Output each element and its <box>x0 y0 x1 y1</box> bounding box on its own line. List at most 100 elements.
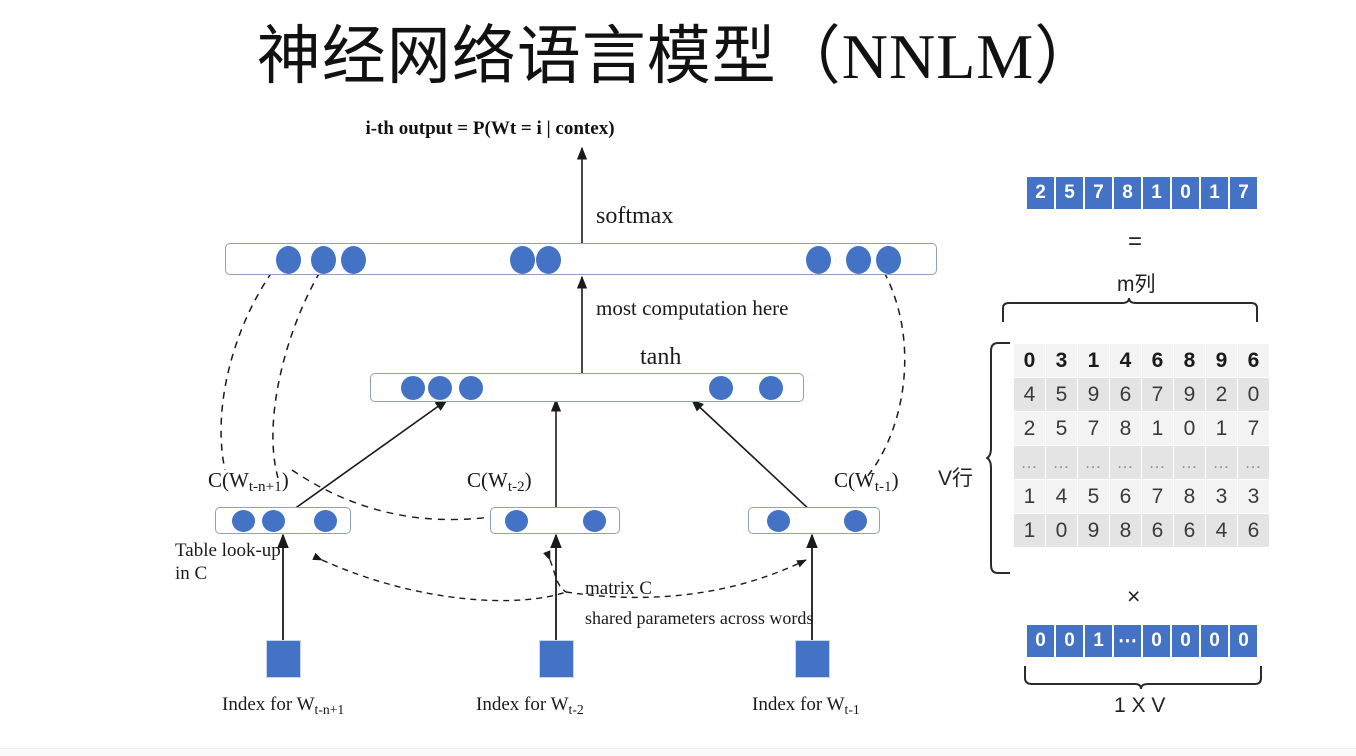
matrix-cell: 6 <box>1109 377 1142 412</box>
matrix-cell: … <box>1141 445 1174 480</box>
matrix-cell: 6 <box>1237 513 1270 548</box>
index-label-2: Index for Wt-2 <box>476 694 584 718</box>
tanh-node <box>459 376 483 400</box>
embedding-label-2-prefix: C(W <box>467 468 508 492</box>
matrix-cell: 9 <box>1173 377 1206 412</box>
softmax-node <box>276 246 301 274</box>
softmax-node <box>846 246 871 274</box>
matrix-cell: 6 <box>1173 513 1206 548</box>
footer-strip <box>0 748 1356 756</box>
softmax-node <box>536 246 561 274</box>
matrix-cell: 6 <box>1141 513 1174 548</box>
matrix-cell: 5 <box>1045 377 1078 412</box>
page-title: 神经网络语言模型（NNLM） <box>256 21 1100 92</box>
matrix-cell: 4 <box>1109 343 1142 378</box>
matrix-cell: 8 <box>1173 479 1206 514</box>
index-label-1-sub: t-n+1 <box>314 701 345 717</box>
embedding-label-2-sub: t-2 <box>507 479 525 496</box>
matrix-cell: 4 <box>1013 377 1046 412</box>
embedding-label-2: C(Wt-2) <box>467 468 532 496</box>
tanh-label: tanh <box>640 344 682 370</box>
embedding-label-1-sub: t-n+1 <box>248 479 282 496</box>
softmax-node <box>876 246 901 274</box>
matrix-cell: 1 <box>1077 343 1110 378</box>
columns-brace <box>1002 297 1258 322</box>
result-vector-cell: 2 <box>1026 176 1055 210</box>
tanh-node <box>759 376 783 400</box>
input-square-2 <box>539 640 574 678</box>
tanh-node <box>401 376 425 400</box>
softmax-layer-bar <box>225 243 937 275</box>
embedding-label-3: C(Wt-1) <box>834 468 899 496</box>
index-label-2-prefix: Index for W <box>476 694 569 715</box>
onehot-vector-cell: 0 <box>1142 624 1171 658</box>
matrix-cell: 1 <box>1013 513 1046 548</box>
embedding-node <box>232 510 255 532</box>
page-subtitle: i-th output = P(Wt = i | contex) <box>365 118 615 139</box>
embedding-node <box>262 510 285 532</box>
matrix-cell: 6 <box>1141 343 1174 378</box>
embedding-bar-2 <box>490 507 620 534</box>
onehot-vector-cell: 0 <box>1055 624 1084 658</box>
softmax-node <box>510 246 535 274</box>
tanh-layer-bar <box>370 373 804 402</box>
matrix-cell: 7 <box>1141 377 1174 412</box>
matrix-row: …………………… <box>1013 445 1270 480</box>
result-vector-cell: 7 <box>1229 176 1258 210</box>
times-sign: × <box>1127 583 1141 609</box>
embedding-label-1-suffix: ) <box>281 468 289 492</box>
matrix-c-label: matrix C <box>585 578 653 599</box>
embedding-label-1: C(Wt-n+1) <box>208 468 289 496</box>
embedding-node <box>844 510 867 532</box>
matrix-cell: 2 <box>1013 411 1046 446</box>
matrix-cell: 6 <box>1237 343 1270 378</box>
softmax-label: softmax <box>596 203 674 229</box>
matrix-cell: 4 <box>1045 479 1078 514</box>
tanh-node <box>428 376 452 400</box>
rows-brace <box>986 342 1010 574</box>
embedding-node <box>314 510 337 532</box>
index-label-2-sub: t-2 <box>568 701 584 717</box>
index-label-1-prefix: Index for W <box>222 694 315 715</box>
index-label-3-sub: t-1 <box>844 701 860 717</box>
onehot-vector-cell: 1 <box>1084 624 1113 658</box>
matrix-cell: 6 <box>1109 479 1142 514</box>
embedding-label-1-prefix: C(W <box>208 468 249 492</box>
matrix-cell: … <box>1045 445 1078 480</box>
matrix-cell: 9 <box>1077 513 1110 548</box>
matrix-cell: 3 <box>1205 479 1238 514</box>
matrix-cell: 5 <box>1045 411 1078 446</box>
matrix-cell: 3 <box>1045 343 1078 378</box>
matrix-cell: … <box>1077 445 1110 480</box>
softmax-node <box>341 246 366 274</box>
shared-parameters-label: shared parameters across words <box>585 608 814 628</box>
matrix-cell: 5 <box>1077 479 1110 514</box>
softmax-node <box>311 246 336 274</box>
embedding-bar-3 <box>748 507 880 534</box>
matrix-cell: … <box>1013 445 1046 480</box>
embedding-bar-1 <box>215 507 351 534</box>
matrix-cell: 3 <box>1237 479 1270 514</box>
index-label-1: Index for Wt-n+1 <box>222 694 344 718</box>
tanh-node <box>709 376 733 400</box>
result-vector-cell: 0 <box>1171 176 1200 210</box>
table-lookup-label: Table look-up in C <box>175 540 281 584</box>
result-vector-cell: 1 <box>1142 176 1171 210</box>
onehot-vector-cell: 0 <box>1200 624 1229 658</box>
onehot-vector-cell: 0 <box>1026 624 1055 658</box>
matrix-cell: 7 <box>1141 479 1174 514</box>
embedding-label-3-prefix: C(W <box>834 468 875 492</box>
matrix-cell: 7 <box>1237 411 1270 446</box>
onehot-vector-cell: ⋯ <box>1113 624 1142 658</box>
matrix-cell: … <box>1173 445 1206 480</box>
matrix-cell: … <box>1109 445 1142 480</box>
matrix-cell: … <box>1237 445 1270 480</box>
result-vector-cell: 1 <box>1200 176 1229 210</box>
matrix-cell: 0 <box>1045 513 1078 548</box>
